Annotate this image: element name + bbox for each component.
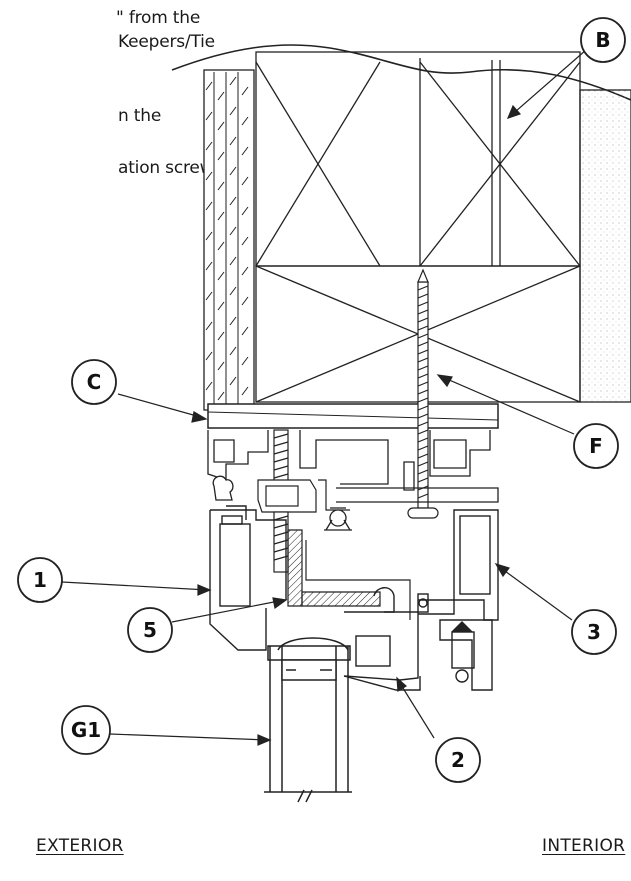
wall-break-line (171, 44, 631, 101)
callout-circle-1 (17, 557, 63, 603)
callout-circle-c (71, 359, 117, 405)
sill-shim (207, 403, 499, 429)
main-frame-profile (209, 505, 287, 651)
callout-label-2: 2 (451, 748, 465, 772)
interior-drywall (579, 89, 631, 403)
callout-circle-2 (435, 737, 481, 783)
callout-label-c: C (87, 370, 102, 394)
callout-circle-g1 (61, 705, 111, 755)
glass-unit (264, 637, 352, 803)
instruction-line-3: n the (118, 106, 162, 126)
callout-label-g1: G1 (71, 718, 101, 742)
keeper-clip (257, 429, 350, 573)
callout-label-f: F (589, 434, 603, 458)
callout-label-5: 5 (143, 618, 157, 642)
callout-leaders (61, 49, 587, 746)
sash-reinforcement (287, 529, 411, 620)
frame-extrusion (207, 430, 499, 503)
callout-label-b: B (595, 28, 610, 52)
callout-circle-3 (571, 609, 617, 655)
callout-label-1: 1 (33, 568, 47, 592)
callout-circle-5 (127, 607, 173, 653)
installation-screw (407, 268, 439, 519)
sash-profile (343, 587, 421, 691)
callout-circles (17, 17, 626, 783)
interior-label: INTERIOR (542, 836, 626, 856)
interior-frame-profile (417, 509, 499, 691)
instruction-line-2: Keepers/Tie (118, 32, 215, 52)
exterior-cladding (203, 69, 255, 411)
instruction-line-4: ation screw (118, 158, 214, 178)
weatherstrip-seals (212, 475, 352, 531)
callout-circle-b (580, 17, 626, 63)
callout-circle-f (573, 423, 619, 469)
instruction-line-1: " from the (116, 8, 201, 28)
exterior-label: EXTERIOR (36, 836, 124, 856)
callout-label-3: 3 (587, 620, 601, 644)
